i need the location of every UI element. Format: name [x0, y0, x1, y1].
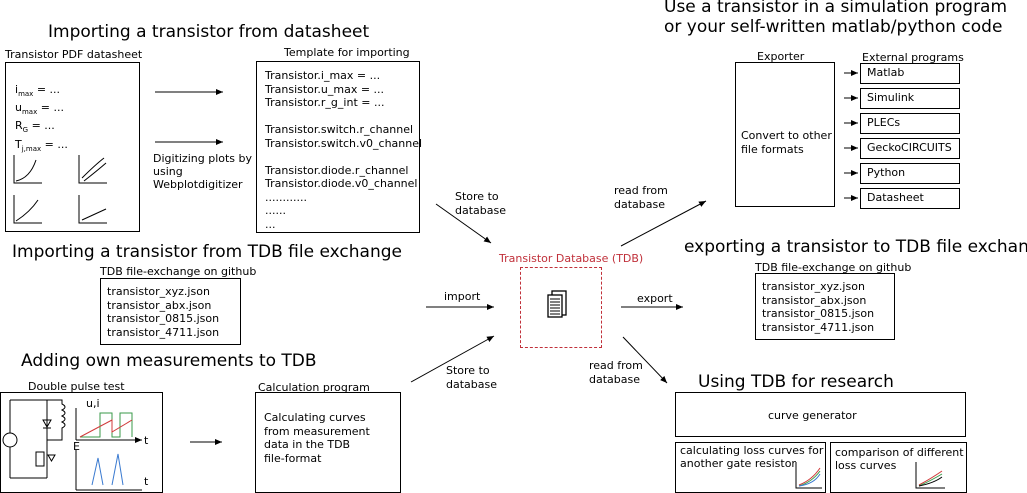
heading-import-tdb: Importing a transistor from TDB file exc… — [12, 242, 402, 262]
double-pulse-caption: Double pulse test — [28, 380, 125, 393]
heading-own-measurements: Adding own measurements to TDB — [21, 351, 317, 371]
curve-generator-label: curve generator — [768, 409, 857, 422]
program-datasheet[interactable]: Datasheet — [860, 188, 960, 209]
arrow-tdb-to-exporter — [620, 200, 707, 247]
tdb-center-box — [520, 267, 602, 348]
t-axis-label-2: t — [144, 475, 149, 488]
research-mini-plots — [795, 462, 945, 489]
database-server-icon — [545, 290, 571, 322]
tdb-exchange-out-caption: TDB file-exchange on github — [755, 261, 912, 274]
heading-import-datasheet: Importing a transistor from datasheet — [48, 22, 370, 42]
datasheet-caption: Transistor PDF datasheet — [5, 48, 143, 61]
heading-use-simulation-line1: Use a transistor in a simulation program — [664, 0, 1008, 17]
tdb-exchange-in-caption: TDB file-exchange on github — [100, 265, 257, 278]
import-label: import — [444, 290, 481, 303]
datasheet-params: imax = ... umax = ... RG = ... Tj,max = … — [15, 83, 68, 153]
template-lines: Transistor.i_max = ...Transistor.u_max =… — [265, 69, 423, 231]
double-pulse-waveforms — [75, 408, 142, 491]
e-axis-label: E — [73, 440, 80, 453]
export-label: export — [637, 292, 673, 305]
double-pulse-circuit — [2, 399, 66, 479]
program-plecs[interactable]: PLECs — [860, 113, 960, 134]
heading-export-tdb: exporting a transistor to TDB file excha… — [684, 237, 1027, 257]
program-matlab[interactable]: Matlab — [860, 63, 960, 84]
template-box: Transistor.i_max = ...Transistor.u_max =… — [256, 61, 423, 233]
tdb-center-title: Transistor Database (TDB) — [499, 252, 644, 265]
program-geckocircuits[interactable]: GeckoCIRCUITS — [860, 138, 960, 159]
program-python[interactable]: Python — [860, 163, 960, 184]
external-programs-caption: External programs — [862, 51, 964, 64]
heading-use-simulation-line2: or your self-written matlab/python code — [664, 17, 1003, 37]
heading-research: Using TDB for research — [698, 372, 894, 392]
calculation-caption: Calculation program — [258, 381, 370, 394]
ui-axis-label: u,i — [86, 397, 100, 410]
arrow-tdb-to-research — [622, 336, 668, 384]
template-caption: Template for importing — [284, 46, 410, 59]
curve-generator-box: curve generator — [675, 392, 966, 437]
arrow-calculation-to-tdb — [410, 335, 495, 383]
datasheet-box: imax = ... umax = ... RG = ... Tj,max = … — [5, 62, 140, 232]
arrow-template-to-tdb — [435, 203, 492, 244]
datasheet-mini-plots — [13, 155, 107, 224]
program-simulink[interactable]: Simulink — [860, 88, 960, 109]
exporter-caption: Exporter — [757, 50, 805, 63]
